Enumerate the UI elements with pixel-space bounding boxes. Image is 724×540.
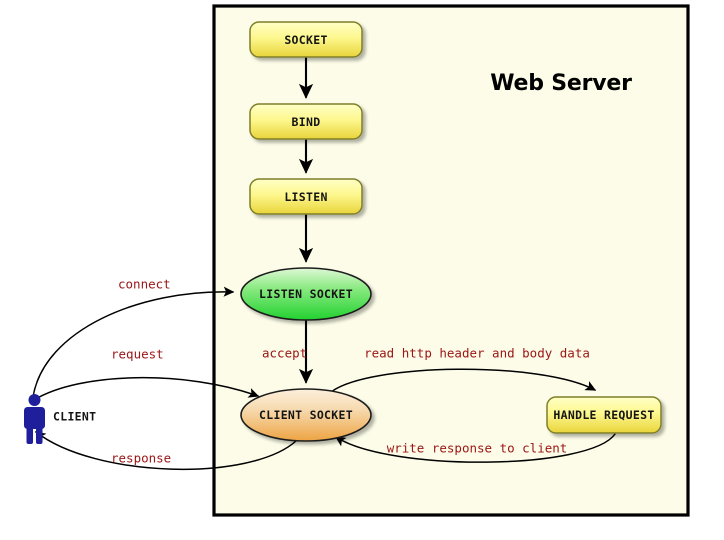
node-listen-shape[interactable] [249,178,363,215]
node-listen[interactable]: LISTEN [249,178,363,215]
node-handle-request[interactable]: HANDLE REQUEST [546,396,662,434]
edge-read-http [330,368,597,393]
edge-write-response [334,433,616,463]
edge-label-request: request [111,347,164,362]
person-icon [24,394,45,444]
node-handle-request-shape[interactable] [546,396,662,434]
edge-request [33,377,260,401]
edge-label-response: response [111,451,171,466]
node-client-socket-shape[interactable] [240,388,372,442]
edge-label-connect: connect [118,277,171,292]
edge-labels: connect accept request read http header … [111,277,590,466]
edge-connect [32,286,235,398]
edge-connectors [32,55,616,471]
node-listen-socket[interactable]: LISTEN SOCKET [240,267,372,321]
edge-label-accept: accept [262,346,307,361]
node-listen-socket-shape[interactable] [240,267,372,321]
node-bind[interactable]: BIND [249,103,363,140]
node-socket-shape[interactable] [249,21,363,58]
edge-label-read-http: read http header and body data [364,346,590,361]
edge-label-write-response: write response to client [387,441,568,456]
page-title: Web Server [490,71,632,96]
client-actor[interactable]: CLIENT [24,394,96,444]
edge-response [34,431,297,471]
node-socket[interactable]: SOCKET [249,21,363,58]
node-client-socket[interactable]: CLIENT SOCKET [240,388,372,442]
client-actor-label: CLIENT [53,410,96,424]
node-bind-shape[interactable] [249,103,363,140]
